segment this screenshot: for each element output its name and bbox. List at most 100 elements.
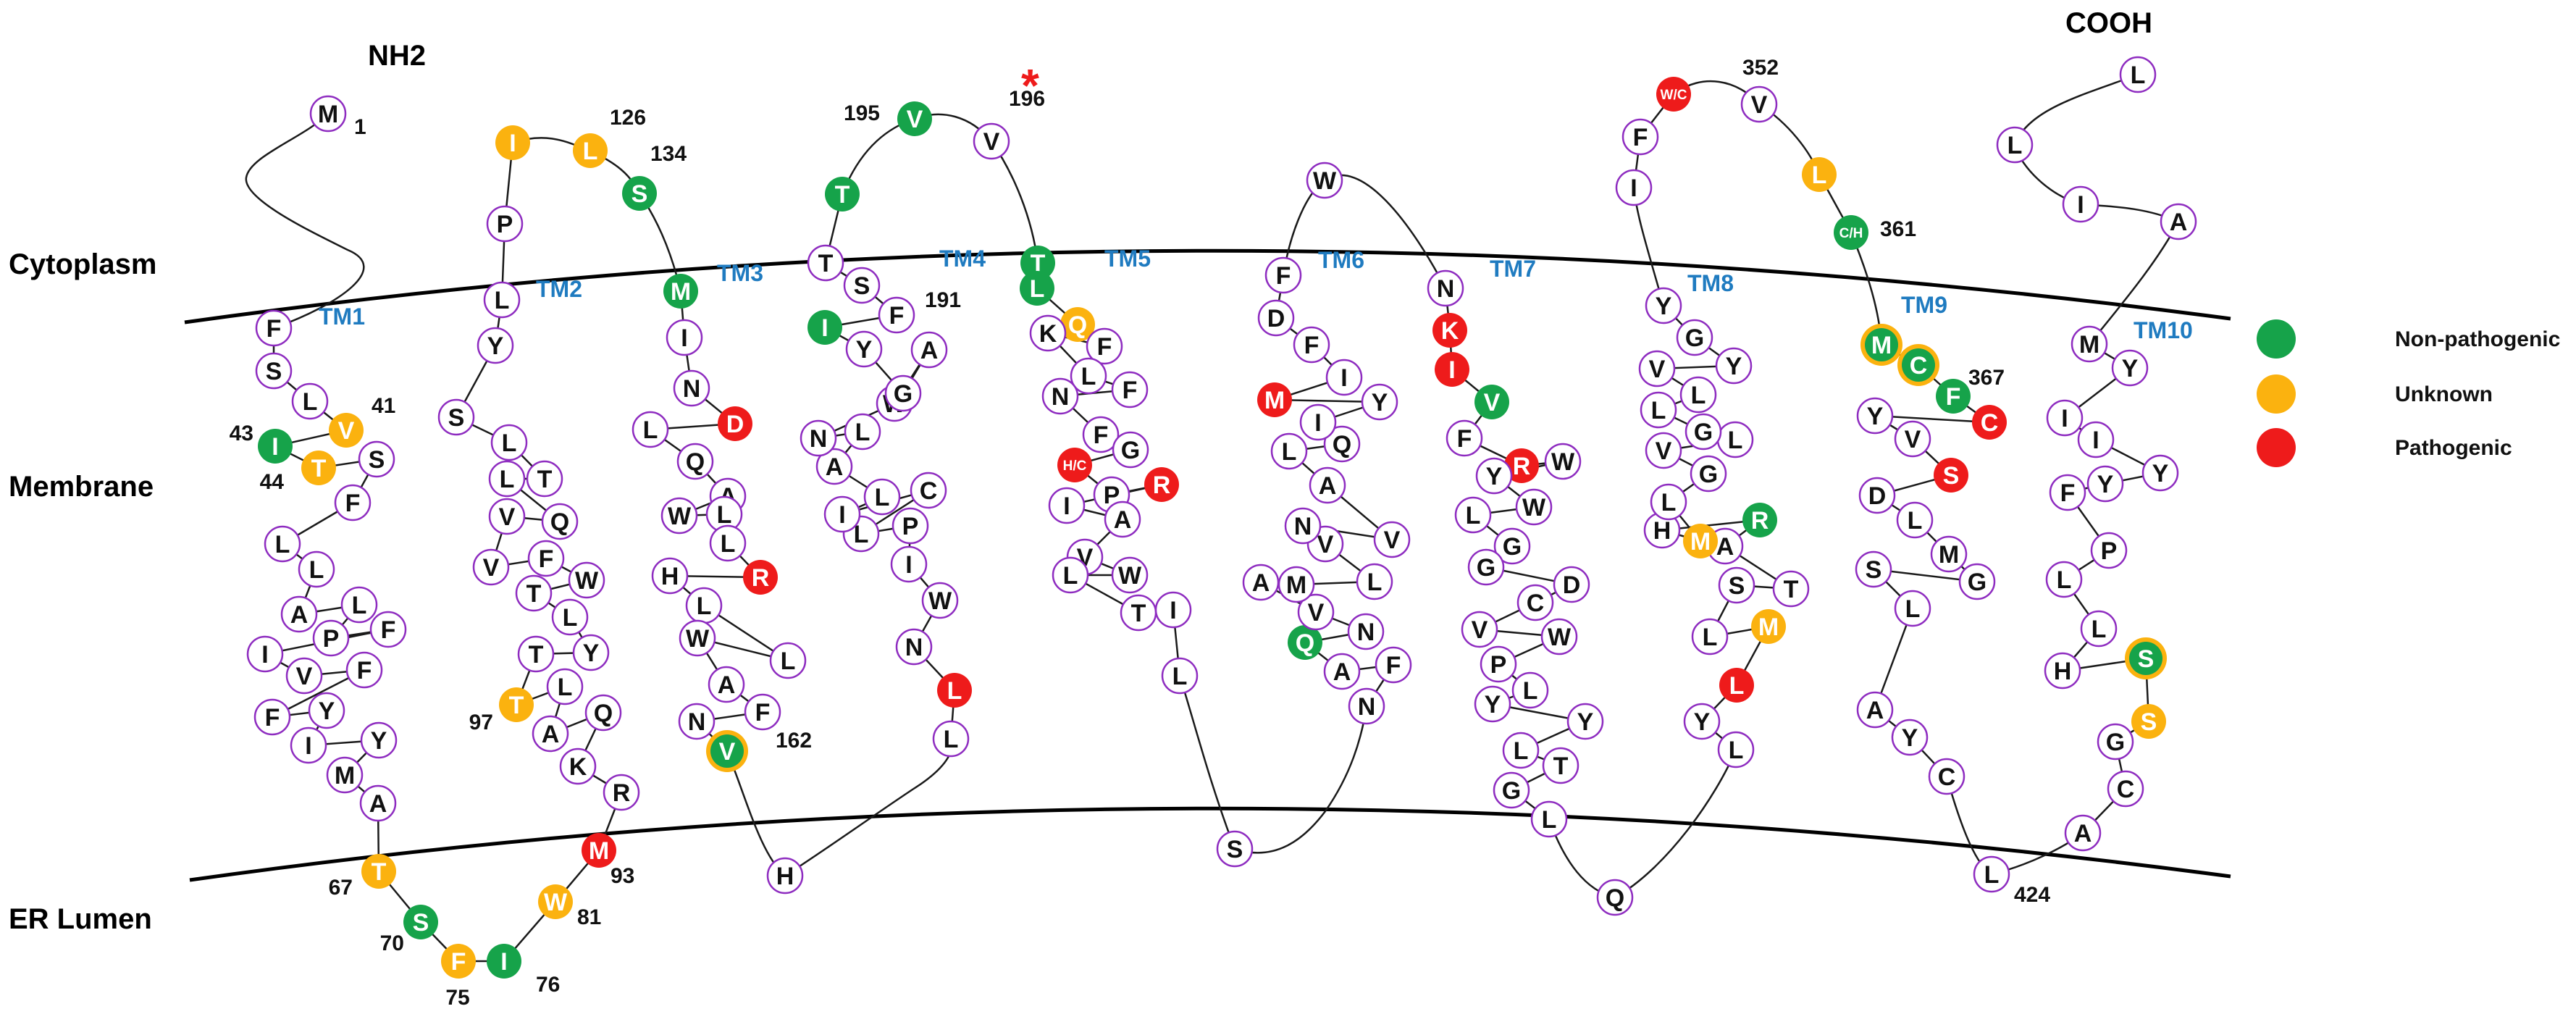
- residue-circle: [632, 411, 669, 448]
- residue-none: I: [1048, 487, 1086, 524]
- residue-none: I: [246, 635, 284, 673]
- residue-circle: [1856, 691, 1894, 729]
- residue-circle: [1715, 347, 1753, 385]
- residue-circle: [551, 598, 589, 636]
- residue-none: W: [1306, 162, 1343, 199]
- residue-unknown: W: [538, 884, 573, 919]
- residue-none: G: [884, 374, 922, 412]
- residue-letter: F: [1457, 425, 1472, 453]
- residue-letter: F: [1276, 262, 1291, 290]
- residue-circle: [2090, 532, 2128, 569]
- residue-pathogenic: R: [1504, 448, 1539, 483]
- residue-letter: Y: [2152, 460, 2169, 487]
- residue-none: I: [2062, 185, 2099, 223]
- residue-non-pathogenic: R: [1742, 503, 1777, 537]
- residue-none: Y: [2086, 465, 2124, 503]
- residue-none: Y: [1566, 703, 1604, 740]
- residue-none: P: [1480, 645, 1517, 683]
- residue-letter: L: [1661, 489, 1677, 516]
- residue-letter: C: [1910, 352, 1928, 380]
- residue-letter: L: [1081, 363, 1096, 390]
- residue-letter: S: [2138, 645, 2155, 673]
- residue-letter: I: [839, 501, 845, 529]
- residue-letter: M: [1939, 541, 1959, 569]
- residue-circle: [2071, 325, 2108, 363]
- residue-circle: [1474, 685, 1511, 723]
- residue-circle: [527, 540, 565, 577]
- residue-circle: [546, 668, 584, 705]
- residue-none: I: [1154, 591, 1192, 629]
- residue-letter: K: [569, 753, 587, 781]
- residue-letter: W: [928, 587, 952, 615]
- residue-letter: A: [1252, 569, 1270, 597]
- residue-non-pathogenic-ring: S: [2125, 637, 2167, 679]
- residue-letter: V: [338, 417, 355, 445]
- residue-letter: L: [1063, 562, 1078, 590]
- residue-none: N: [1041, 377, 1079, 415]
- residue-letter: V: [719, 738, 736, 766]
- residue-letter: F: [1946, 383, 1961, 411]
- residue-letter: D: [726, 411, 744, 438]
- residue-none: C: [1516, 584, 1554, 621]
- residue-none: N: [1347, 613, 1385, 650]
- residue-circle: [1435, 352, 1469, 387]
- residue-none: A: [2064, 814, 2102, 852]
- residue-circle: [2080, 610, 2118, 648]
- residue-letter: C: [920, 477, 938, 505]
- residue-letter: W: [668, 503, 692, 530]
- residue-non-pathogenic: V: [897, 101, 932, 136]
- residue-circle: [2046, 399, 2084, 437]
- residue-unknown: M: [1751, 609, 1786, 644]
- residue-circle: [280, 595, 318, 633]
- residue-letter: M: [335, 762, 355, 789]
- residue-letter: N: [1052, 383, 1070, 411]
- residue-letter: Q: [1606, 884, 1624, 912]
- residue-letter: Y: [1902, 724, 1918, 752]
- residue-number: 134: [650, 142, 687, 166]
- residue-circle: [666, 319, 703, 356]
- residue-letter: V: [983, 128, 1000, 156]
- residue-none: I: [290, 726, 327, 764]
- residue-none: L: [1894, 590, 1931, 627]
- residue-none: L: [932, 720, 970, 758]
- residue-non-pathogenic: T: [1020, 246, 1055, 280]
- residue-circle: [1540, 618, 1578, 655]
- residue-letter: L: [854, 521, 869, 548]
- residue-letter: L: [781, 648, 796, 675]
- residue-circle: [1928, 758, 1965, 795]
- residue-letter: S: [2141, 708, 2157, 736]
- residue-circle: [1277, 566, 1315, 603]
- residue-letter: G: [1503, 533, 1522, 561]
- residue-none: F: [1293, 326, 1330, 364]
- residue-none: A: [815, 448, 853, 485]
- residue-letter: V: [1656, 437, 1672, 465]
- residue-letter: V: [1384, 527, 1401, 554]
- residue-none: N: [895, 628, 933, 666]
- backbone-segment: [1282, 174, 1447, 289]
- residue-circle: [1375, 646, 1412, 684]
- residue-pathogenic: M: [1257, 382, 1292, 417]
- residue-letter: F: [1094, 422, 1109, 449]
- residue-circle: [1057, 448, 1092, 482]
- residue-none: Q: [541, 503, 579, 540]
- residue-circle: [2119, 56, 2157, 93]
- residue-none: Y: [1475, 457, 1513, 495]
- residue-letter: F: [1123, 377, 1138, 404]
- residue-letter: V: [296, 663, 313, 690]
- residue-circle: [1656, 77, 1691, 112]
- residue-letter: L: [947, 677, 962, 705]
- residue-none: L: [1270, 432, 1308, 470]
- residue-none: M: [309, 95, 347, 133]
- residue-circle: [884, 374, 922, 412]
- residue-circle: [1718, 566, 1755, 604]
- residue-none: L: [632, 411, 669, 448]
- residue-none: W: [660, 497, 698, 535]
- residue-letter: R: [752, 564, 770, 592]
- residue-circle: [1856, 397, 1894, 435]
- residue-circle: [603, 774, 640, 811]
- residue-letter: L: [1703, 624, 1718, 651]
- residue-letter: L: [2057, 566, 2072, 594]
- residue-circle: [334, 484, 372, 522]
- residue-circle: [246, 635, 284, 673]
- residue-circle: [2044, 652, 2081, 690]
